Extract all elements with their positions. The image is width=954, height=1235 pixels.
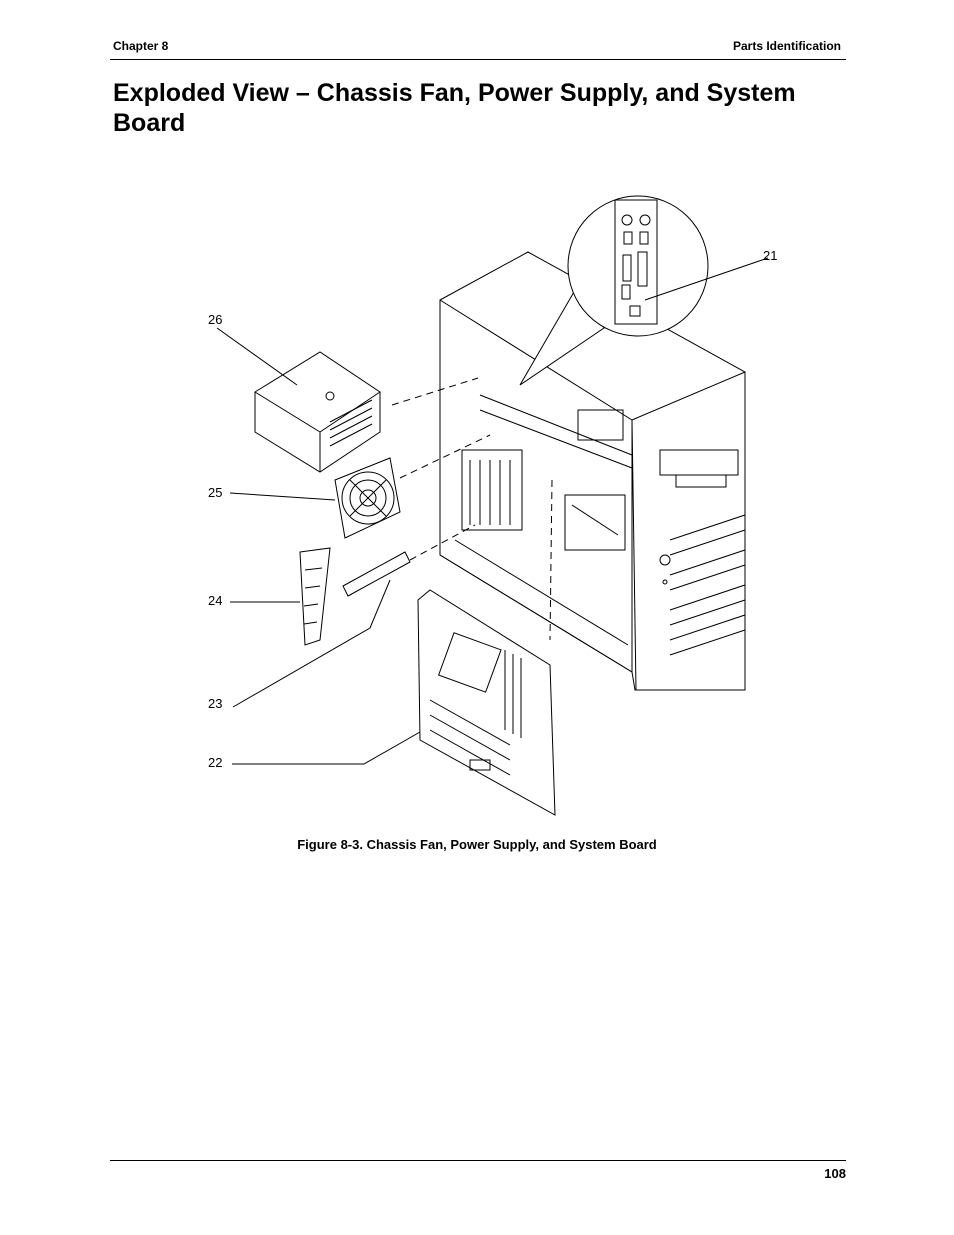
system-board-illustration bbox=[417, 589, 556, 816]
power-supply-illustration bbox=[254, 351, 381, 473]
header-chapter: Chapter 8 bbox=[113, 39, 169, 53]
page-title: Exploded View – Chassis Fan, Power Suppl… bbox=[113, 79, 796, 137]
callout-22: 22 bbox=[208, 755, 222, 770]
page-number: 108 bbox=[824, 1166, 846, 1181]
assembly-paths bbox=[391, 377, 553, 641]
callout-23: 23 bbox=[208, 696, 222, 711]
chassis-illustration bbox=[439, 251, 746, 691]
chassis-fan-illustration bbox=[334, 457, 401, 539]
header-rule bbox=[110, 59, 846, 60]
footer-rule bbox=[110, 1160, 846, 1161]
figure-caption: Figure 8-3. Chassis Fan, Power Supply, a… bbox=[297, 837, 657, 852]
callout-25: 25 bbox=[208, 485, 222, 500]
leader-lines bbox=[216, 257, 769, 765]
bracket-illustration bbox=[342, 551, 411, 597]
callout-24: 24 bbox=[208, 593, 222, 608]
header-section: Parts Identification bbox=[732, 39, 841, 53]
rear-io-panel-detail bbox=[519, 195, 709, 386]
card-guide-illustration bbox=[299, 547, 331, 646]
callout-21: 21 bbox=[763, 248, 777, 263]
exploded-view-diagram: 21 22 23 24 25 26 bbox=[208, 195, 777, 816]
callout-26: 26 bbox=[208, 312, 222, 327]
